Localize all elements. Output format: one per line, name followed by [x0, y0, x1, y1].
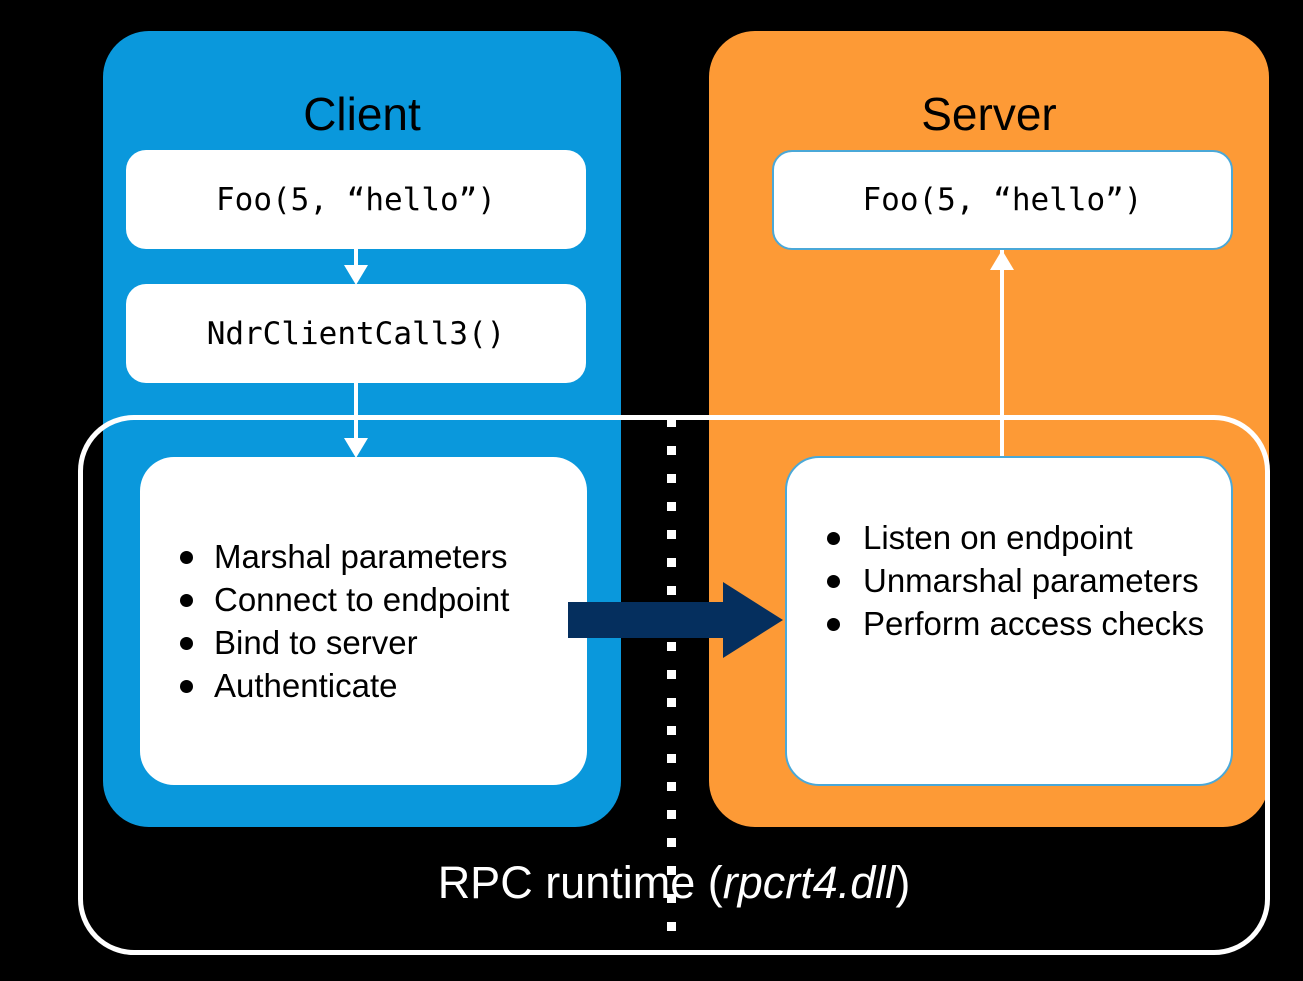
rpc-runtime-label: RPC runtime (rpcrt4.dll): [78, 855, 1270, 911]
list-item: Bind to server: [152, 621, 582, 664]
client-steps-list: Marshal parameters Connect to endpoint B…: [152, 535, 582, 707]
arrow-head: [344, 438, 368, 458]
client-stub-text: NdrClientCall3(): [206, 315, 506, 352]
arrow-shaft: [1000, 250, 1004, 460]
client-stub-box: NdrClientCall3(): [126, 284, 586, 383]
arrow-up-runtime-to-server-call-icon: [990, 250, 1014, 460]
bullet-icon: [827, 575, 840, 588]
arrow-down-call-to-stub-icon: [344, 249, 368, 285]
list-item-label: Connect to endpoint: [214, 581, 510, 618]
server-runtime-steps-box: Listen on endpoint Unmarshal parameters …: [785, 456, 1233, 786]
client-runtime-steps-box: Marshal parameters Connect to endpoint B…: [140, 457, 587, 785]
list-item-label: Marshal parameters: [214, 538, 508, 575]
server-panel-title: Server: [921, 88, 1057, 140]
transport-arrow-icon: [568, 582, 783, 658]
client-call-box: Foo(5, “hello”): [126, 150, 586, 249]
bullet-icon: [180, 551, 193, 564]
list-item: Unmarshal parameters: [799, 559, 1214, 602]
transport-arrow-head: [723, 582, 783, 658]
arrow-shaft: [354, 383, 358, 439]
server-call-text: Foo(5, “hello”): [862, 182, 1143, 218]
rpc-runtime-label-prefix: RPC runtime (: [437, 857, 723, 908]
server-call-box: Foo(5, “hello”): [772, 150, 1233, 250]
arrow-head: [990, 250, 1014, 270]
list-item: Authenticate: [152, 664, 582, 707]
bullet-icon: [827, 618, 840, 631]
list-item: Connect to endpoint: [152, 578, 582, 621]
bullet-icon: [180, 594, 193, 607]
list-item-label: Unmarshal parameters: [863, 562, 1199, 599]
arrow-down-stub-to-runtime-icon: [344, 383, 368, 458]
client-panel-title: Client: [303, 88, 421, 140]
arrow-shaft: [354, 249, 358, 267]
list-item: Listen on endpoint: [799, 516, 1214, 559]
rpc-runtime-label-dll: rpcrt4.dll: [722, 857, 896, 908]
arrow-head: [344, 265, 368, 285]
bullet-icon: [180, 637, 193, 650]
list-item: Marshal parameters: [152, 535, 582, 578]
list-item: Perform access checks: [799, 602, 1214, 645]
list-item-label: Authenticate: [214, 667, 398, 704]
client-call-text: Foo(5, “hello”): [216, 181, 496, 218]
transport-arrow-shaft: [568, 602, 728, 638]
rpc-runtime-label-suffix: ): [895, 857, 911, 908]
server-steps-list: Listen on endpoint Unmarshal parameters …: [799, 516, 1214, 645]
bullet-icon: [180, 680, 193, 693]
list-item-label: Perform access checks: [863, 605, 1205, 642]
list-item-label: Bind to server: [214, 624, 418, 661]
list-item-label: Listen on endpoint: [863, 519, 1133, 556]
bullet-icon: [827, 532, 840, 545]
client-server-divider: [667, 418, 676, 955]
